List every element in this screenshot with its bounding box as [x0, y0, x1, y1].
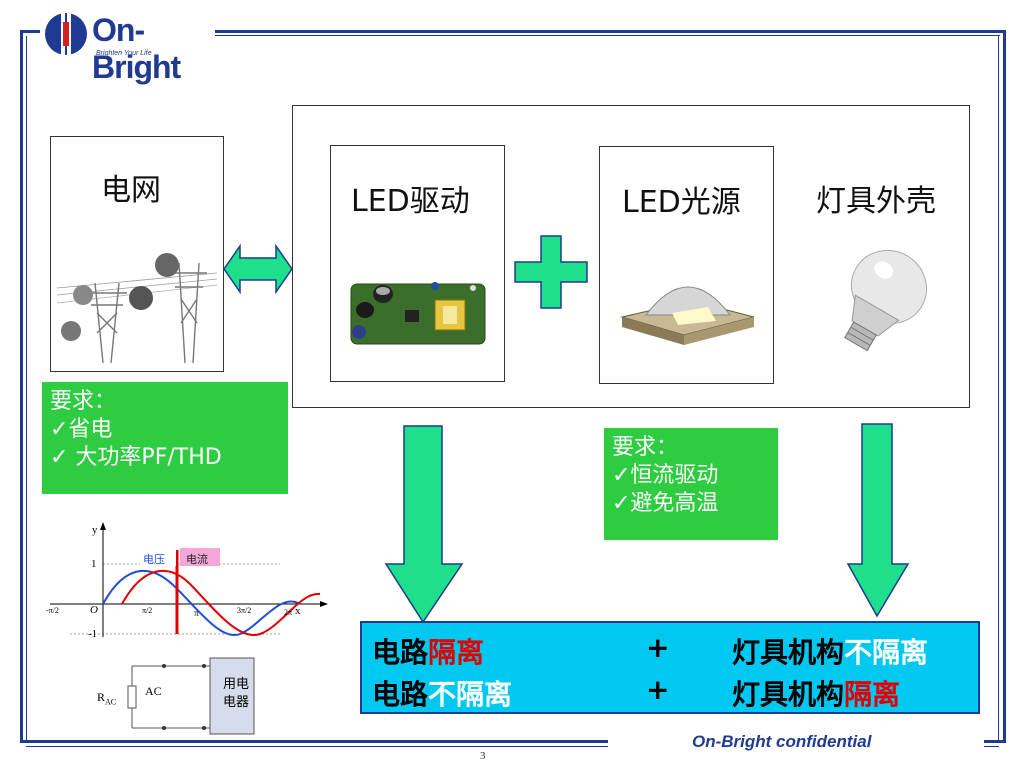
frame-top-line-2 [215, 35, 1000, 36]
waveform-y-tick: -1 [88, 628, 98, 640]
led-requirements-box: 要求： ✓恒流驱动 ✓避免高温 [604, 428, 778, 540]
summary-lamp-text: 灯具机构 [732, 636, 845, 669]
summary-isolated-text: 隔离 [428, 636, 485, 669]
voltage-label: 电压 [143, 553, 165, 566]
logo-emblem-icon [45, 13, 87, 55]
circuit-ac-label: AC [145, 684, 162, 698]
frame-bottom-line-1 [20, 740, 608, 743]
appliance-label-line: 用电 [222, 677, 249, 692]
grid-requirement-item: ✓ 大功率PF/THD [50, 444, 280, 472]
summary-plus: + [646, 631, 670, 664]
summary-plus: + [646, 673, 670, 706]
led-chip-illustration [620, 286, 755, 345]
summary-row: 灯具机构不隔离 [732, 631, 928, 671]
waveform-x-tick: π/2 [142, 606, 153, 615]
summary-row: 电路不隔离 [372, 673, 512, 713]
waveform-x-tick: 2π [284, 608, 293, 617]
summary-not-isolated-text: 不隔离 [428, 678, 513, 711]
circuit-resistor-text: R [97, 690, 106, 704]
circuit-resistor-sub: AC [105, 697, 117, 707]
frame-right-line-2 [998, 36, 999, 740]
appliance-label: 用电 电器 [218, 676, 254, 712]
waveform-x-tick: π [194, 608, 199, 618]
logo-wordmark: On-Bright [92, 12, 181, 85]
summary-row: 电路隔离 [372, 631, 484, 671]
waveform-y-tick: 1 [91, 558, 97, 570]
waveform-x-tick: -π/2 [46, 606, 59, 615]
company-logo: On-Bright Brighten Your Life [40, 8, 220, 85]
grid-requirement-item-text: ✓ 大功率PF/THD [50, 445, 222, 470]
circuit-resistor-label: RAC [97, 690, 116, 706]
frame-left-line-1 [20, 30, 23, 740]
led-source-panel: LED光源 [599, 146, 774, 384]
frame-bottom-right-line-2 [984, 746, 999, 747]
led-requirement-item: ✓避免高温 [612, 491, 719, 516]
circuit-diagram [127, 657, 255, 735]
grid-requirements-box: 要求： ✓省电 ✓ 大功率PF/THD [42, 382, 288, 494]
waveform-origin-label: O [90, 604, 98, 616]
led-requirement-item: ✓恒流驱动 [612, 463, 719, 488]
led-driver-label: LED驱动 [351, 184, 470, 219]
waveform-x-axis-label: x [295, 605, 301, 617]
down-arrow-left-icon [384, 425, 464, 624]
logo-tagline: Brighten Your Life [96, 50, 152, 57]
power-tower-illustration [57, 253, 217, 363]
power-grid-label: 电网 [101, 173, 161, 208]
lamp-housing-label: 灯具外壳 [816, 184, 936, 219]
frame-right-line-1 [1003, 30, 1006, 740]
grid-requirement-item: ✓省电 [50, 417, 113, 442]
page-number: 3 [480, 750, 486, 762]
frame-bottom-right-line [984, 740, 1006, 743]
grid-requirements-title: 要求： [50, 389, 117, 414]
down-arrow-right-icon [846, 423, 910, 618]
plus-icon [514, 235, 588, 309]
led-requirements-title: 要求： [612, 435, 679, 460]
summary-not-isolated-text: 不隔离 [844, 636, 929, 669]
driver-board-illustration [350, 282, 486, 345]
waveform-y-axis-label: y [92, 524, 98, 536]
isolation-summary-box: 电路隔离 + 灯具机构不隔离 电路不隔离 + 灯具机构隔离 [360, 621, 980, 714]
summary-row: 灯具机构隔离 [732, 673, 900, 713]
frame-topleft-corner [20, 30, 40, 33]
led-source-label: LED光源 [622, 185, 741, 220]
frame-top-line-1 [215, 30, 1005, 33]
confidential-footer: On-Bright confidential [692, 732, 872, 751]
summary-circuit-text: 电路 [372, 678, 429, 711]
summary-isolated-text: 隔离 [844, 678, 901, 711]
summary-circuit-text: 电路 [372, 636, 429, 669]
frame-bottom-line-2 [26, 746, 608, 747]
bidirectional-arrow-icon [223, 243, 293, 295]
power-grid-panel: 电网 [50, 136, 224, 372]
summary-lamp-text: 灯具机构 [732, 678, 845, 711]
current-label: 电流 [186, 553, 208, 566]
frame-left-line-2 [26, 36, 27, 740]
light-bulb-illustration [844, 249, 928, 352]
voltage-current-waveform [50, 522, 328, 637]
led-driver-panel: LED驱动 [330, 145, 505, 382]
waveform-x-tick: 3π/2 [237, 606, 252, 615]
appliance-label-line: 电器 [222, 695, 249, 710]
